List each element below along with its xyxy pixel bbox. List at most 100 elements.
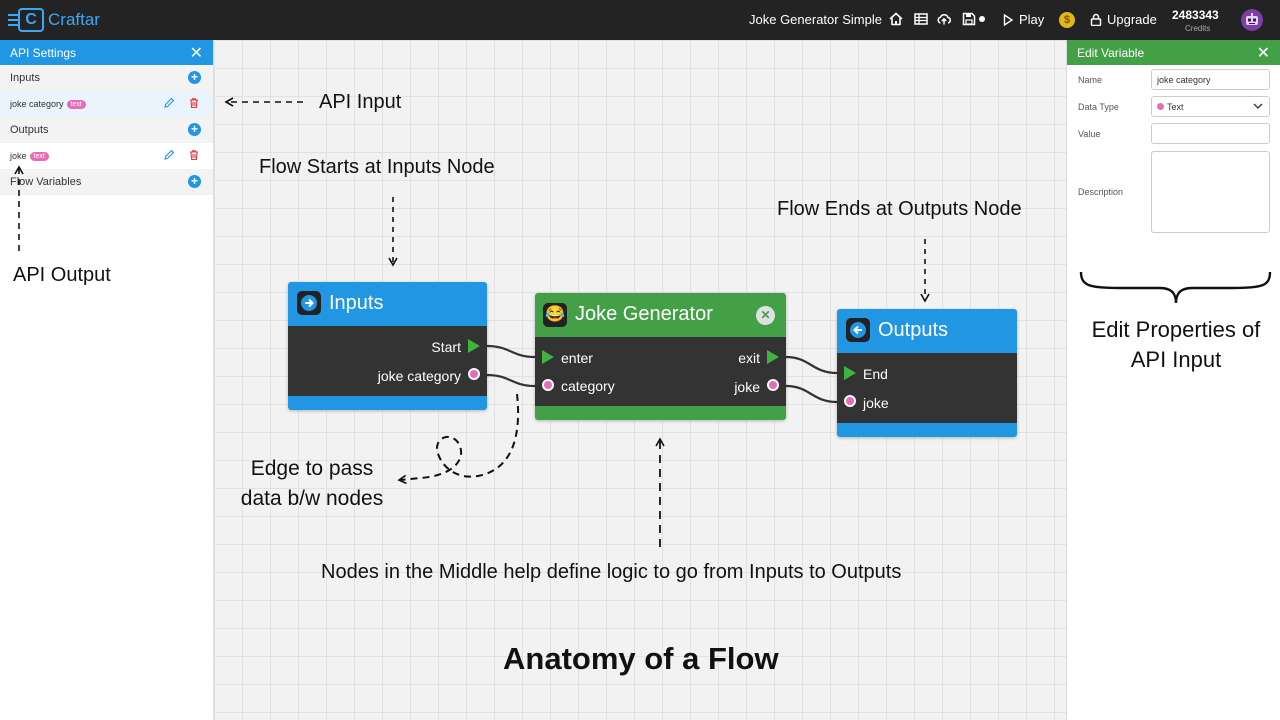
outputs-section-header: Outputs + <box>0 117 213 143</box>
cloud-upload-icon[interactable] <box>936 11 952 27</box>
play-label: Play <box>1019 12 1045 27</box>
add-flow-variable-icon[interactable]: + <box>188 175 201 188</box>
pencil-icon[interactable] <box>163 149 175 161</box>
inputs-node-title: Inputs <box>329 292 384 314</box>
outputs-node-title: Outputs <box>878 319 949 341</box>
list-icon[interactable] <box>913 11 929 27</box>
joke-generator-node-body: enter category exit joke <box>535 337 786 406</box>
joke-category-port-label: joke category <box>377 368 461 384</box>
unsaved-dot-icon <box>979 16 985 22</box>
edit-variable-header: Edit Variable ✕ <box>1067 40 1280 65</box>
value-field[interactable] <box>1151 123 1270 144</box>
flow-variables-label: Flow Variables <box>10 176 82 188</box>
inputs-section-label: Inputs <box>10 72 40 84</box>
arrow-left-circle-icon <box>846 318 870 342</box>
name-field[interactable]: joke category <box>1151 69 1270 90</box>
edit-variable-panel: Edit Variable ✕ Name joke category Data … <box>1066 40 1280 720</box>
outputs-section-label: Outputs <box>10 124 49 136</box>
anatomy-heading: Anatomy of a Flow <box>503 641 779 676</box>
joke-generator-title: Joke Generator <box>575 303 713 325</box>
home-icon[interactable] <box>888 11 904 27</box>
joke-category-port-out[interactable] <box>468 368 480 380</box>
edit-properties-line1: Edit Properties of <box>1091 317 1261 342</box>
outputs-node-footer <box>837 423 1017 437</box>
data-type-label: Data Type <box>1078 102 1119 112</box>
joke-generator-node[interactable]: 😂 Joke Generator ✕ enter category exit j… <box>535 293 786 420</box>
flow-starts-annotation: Flow Starts at Inputs Node <box>259 156 495 178</box>
data-type-value: Text <box>1167 102 1184 112</box>
top-bar: C Craftar Joke Generator Simple Play $ <box>0 0 1280 40</box>
inputs-node[interactable]: Inputs Start joke category <box>288 282 487 410</box>
text-type-dot-icon <box>1157 103 1164 110</box>
category-port-in[interactable] <box>542 379 554 391</box>
middle-nodes-annotation: Nodes in the Middle help define logic to… <box>321 561 902 583</box>
credits-value: 2483343 <box>1172 8 1219 22</box>
edge-annotation-line2: data b/w nodes <box>240 487 384 510</box>
enter-port-label: enter <box>561 350 593 366</box>
arrow-right-circle-icon <box>297 291 321 315</box>
description-label: Description <box>1078 187 1124 197</box>
end-port-in-icon[interactable] <box>844 366 856 380</box>
play-button[interactable]: Play <box>1003 12 1044 27</box>
output-item-name: joke <box>10 151 27 161</box>
chevron-down-icon <box>1253 103 1263 109</box>
laughing-emoji-icon: 😂 <box>543 303 567 327</box>
lock-icon <box>1090 13 1102 26</box>
enter-port-in-icon[interactable] <box>542 350 554 364</box>
edit-properties-line2: API Input <box>1130 347 1222 372</box>
trash-icon[interactable] <box>188 97 200 109</box>
inputs-section-header: Inputs + <box>0 65 213 91</box>
joke-port-out[interactable] <box>767 379 779 391</box>
description-field[interactable] <box>1151 151 1270 233</box>
type-badge: text <box>66 100 86 109</box>
type-badge: text <box>29 152 49 161</box>
api-input-annotation: API Input <box>319 91 402 113</box>
trash-icon[interactable] <box>188 149 200 161</box>
start-port-out-icon[interactable] <box>468 339 480 353</box>
flow-ends-annotation: Flow Ends at Outputs Node <box>777 198 1022 220</box>
add-output-icon[interactable]: + <box>188 123 201 136</box>
end-port-label: End <box>863 366 888 382</box>
play-icon <box>1003 13 1013 26</box>
avatar-icon[interactable] <box>1241 9 1263 31</box>
name-label: Name <box>1078 75 1103 85</box>
logo-lines-icon <box>8 14 18 29</box>
outputs-node-header[interactable]: Outputs <box>837 309 1017 353</box>
close-node-icon[interactable]: ✕ <box>756 306 775 325</box>
robot-avatar-icon <box>1246 13 1258 25</box>
edit-properties-annotation: Edit Properties of API Input <box>1076 315 1276 375</box>
logo-mark: C <box>18 8 44 32</box>
joke-port-in[interactable] <box>844 395 856 407</box>
edit-variable-title: Edit Variable <box>1077 46 1145 60</box>
pencil-icon[interactable] <box>163 97 175 109</box>
category-port-label: category <box>561 378 615 394</box>
flow-title: Joke Generator Simple <box>749 12 882 27</box>
add-input-icon[interactable]: + <box>188 71 201 84</box>
api-settings-title: API Settings <box>10 46 77 60</box>
inputs-node-header[interactable]: Inputs <box>288 282 487 326</box>
outputs-node-body: End joke <box>837 353 1017 423</box>
save-icon[interactable] <box>961 11 977 27</box>
data-type-select[interactable]: Text <box>1151 96 1270 117</box>
close-icon[interactable]: ✕ <box>1256 45 1270 62</box>
input-item-name: joke category <box>10 99 64 109</box>
app-logo[interactable]: C Craftar <box>8 8 100 32</box>
exit-port-label: exit <box>738 350 760 366</box>
edge-annotation: Edge to pass data b/w nodes <box>226 454 398 514</box>
exit-port-out-icon[interactable] <box>767 350 779 364</box>
joke-generator-node-header[interactable]: 😂 Joke Generator ✕ <box>535 293 786 337</box>
api-settings-header: API Settings ✕ <box>0 40 213 65</box>
coin-icon: $ <box>1059 12 1075 28</box>
value-label: Value <box>1078 129 1101 139</box>
output-joke-port-label: joke <box>863 395 889 411</box>
outputs-node[interactable]: Outputs End joke <box>837 309 1017 437</box>
inputs-node-body: Start joke category <box>288 326 487 396</box>
logo-text: Craftar <box>48 10 100 29</box>
joke-port-label: joke <box>734 379 760 395</box>
joke-generator-node-footer <box>535 406 786 420</box>
upgrade-button[interactable]: Upgrade <box>1090 12 1157 27</box>
close-icon[interactable]: ✕ <box>189 45 203 62</box>
